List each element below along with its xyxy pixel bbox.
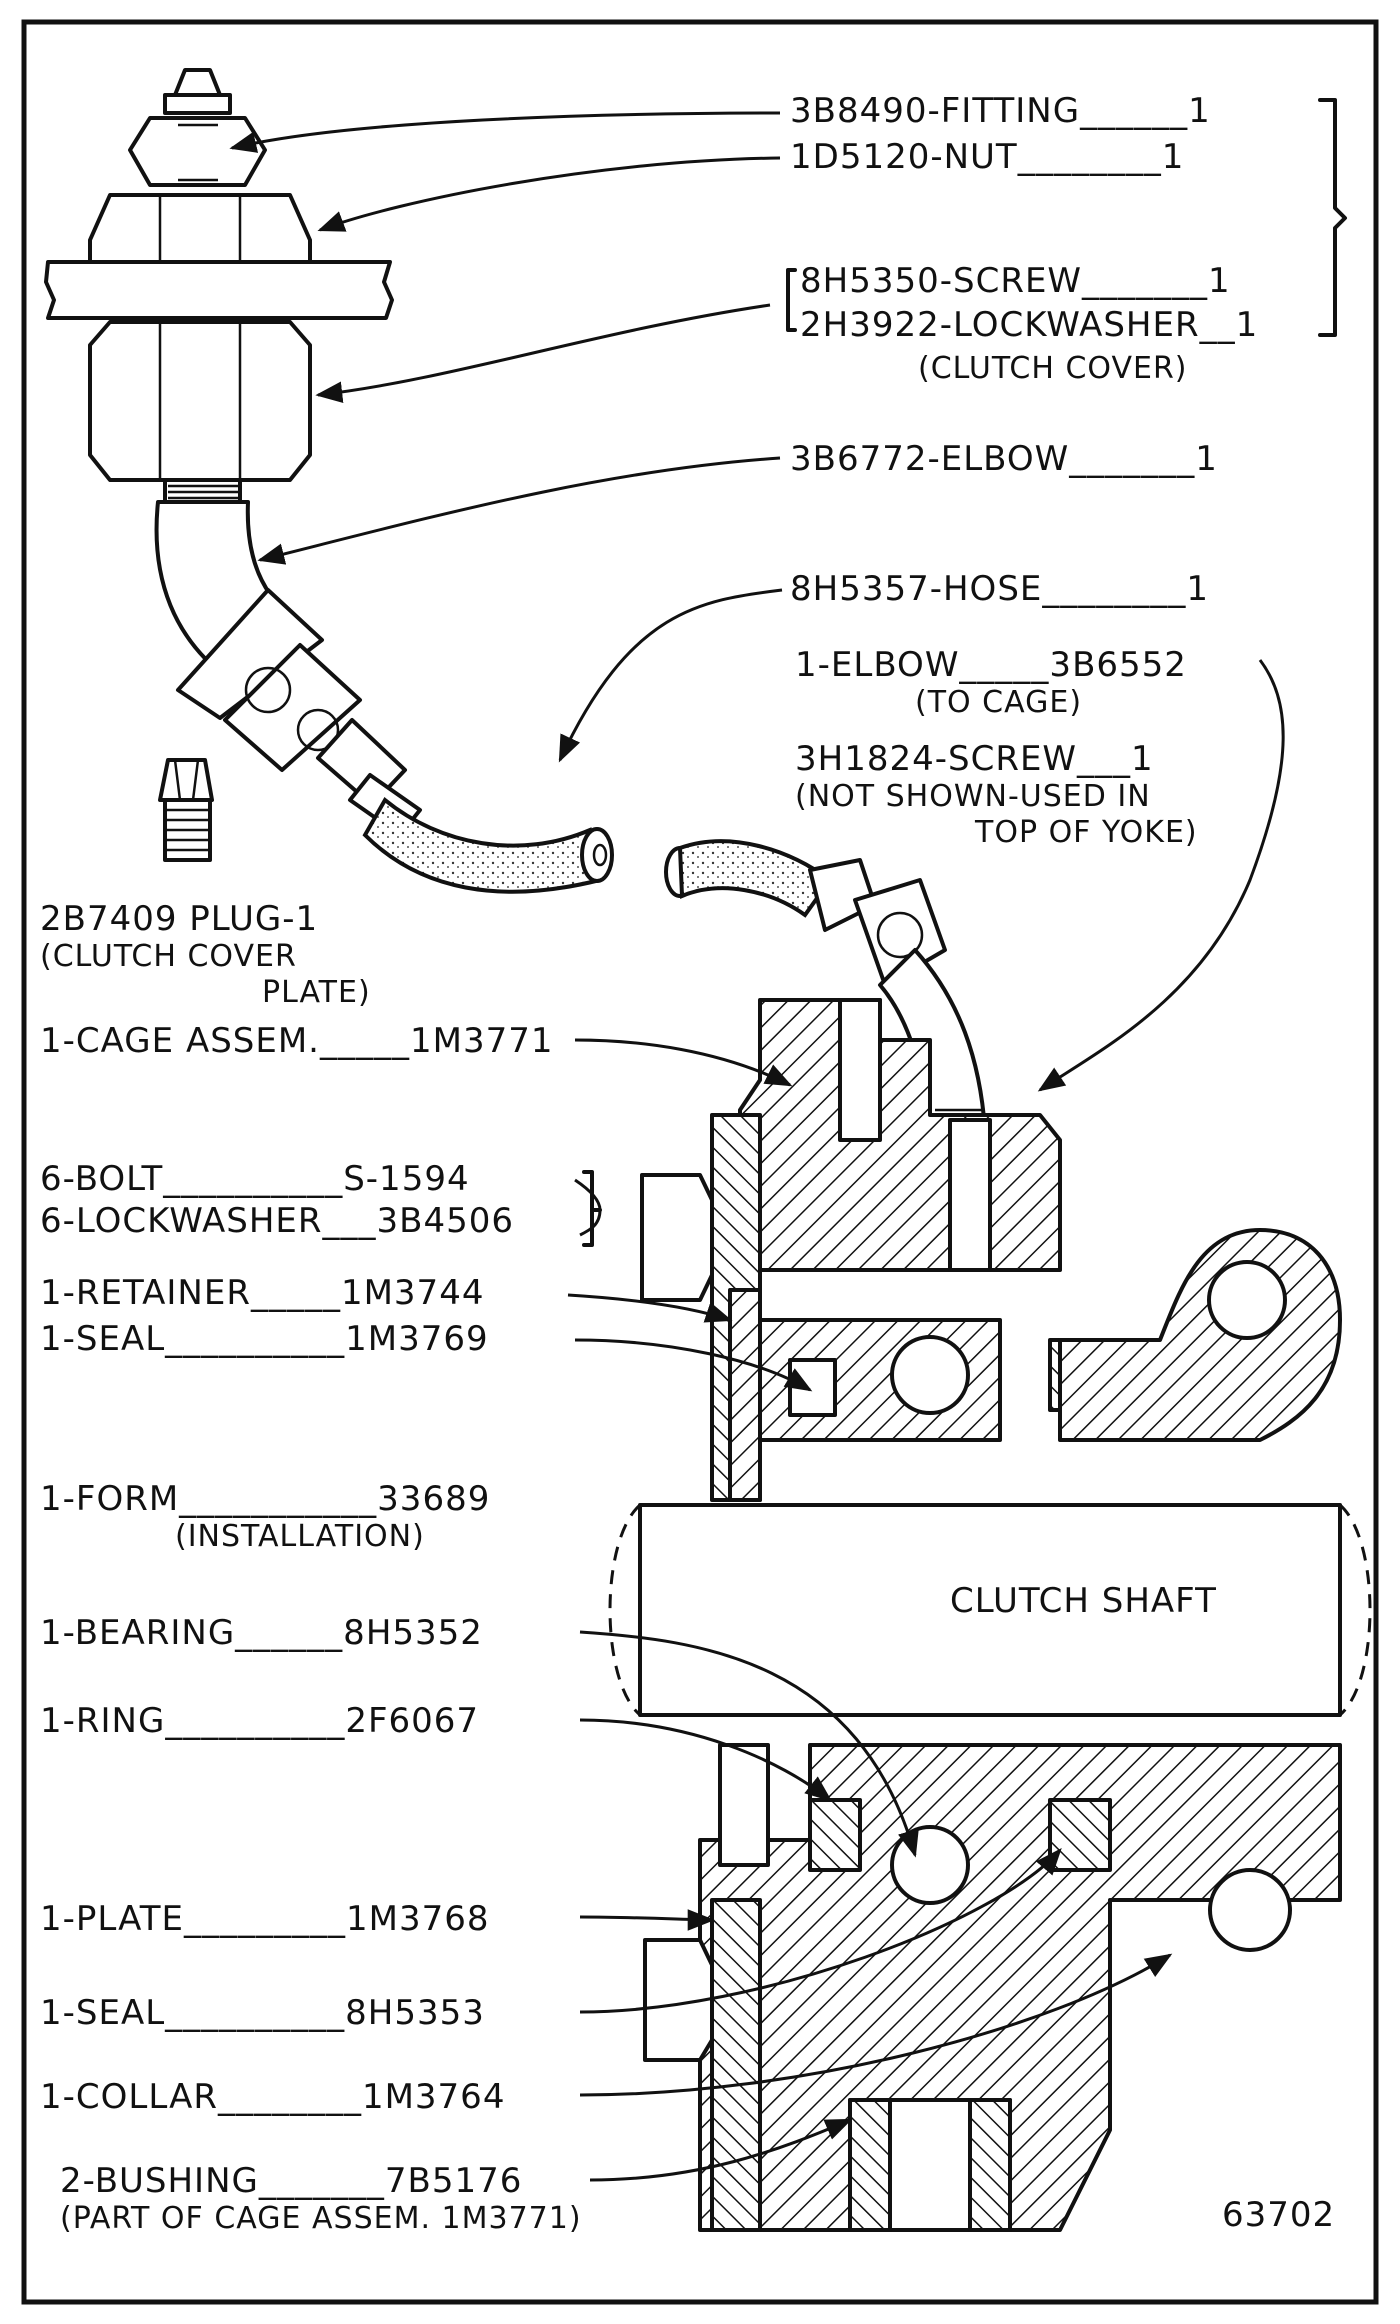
cage-assembly-section xyxy=(640,998,1342,1502)
fitting-label: 3B8490-FITTING______1 xyxy=(790,91,1211,131)
clutch-shaft: CLUTCH SHAFT xyxy=(608,1503,1372,1717)
bolt-label: 6-BOLT__________S-1594 xyxy=(40,1159,470,1199)
plug-note-2: PLATE) xyxy=(262,975,371,1010)
screw-label: 8H5350-SCREW_______1 xyxy=(800,261,1231,301)
installation-note: (INSTALLATION) xyxy=(175,1519,425,1554)
elbow-top-label: 3B6772-ELBOW_______1 xyxy=(790,439,1218,479)
retainer-label: 1-RETAINER_____1M3744 xyxy=(40,1273,484,1313)
hose-label: 8H5357-HOSE________1 xyxy=(790,569,1209,609)
screw-yoke-label: 3H1824-SCREW___1 xyxy=(795,739,1154,779)
plug-icon xyxy=(158,758,214,862)
top-of-yoke-note: TOP OF YOKE) xyxy=(974,815,1198,850)
not-shown-note: (NOT SHOWN-USED IN xyxy=(795,779,1151,814)
elbow-cage-label: 1-ELBOW_____3B6552 xyxy=(795,645,1187,685)
plug-note-1: (CLUTCH COVER xyxy=(40,939,297,974)
seal-bottom-label: 1-SEAL__________8H5353 xyxy=(40,1993,485,2033)
to-cage-note: (TO CAGE) xyxy=(915,685,1082,720)
lockwasher-label: 2H3922-LOCKWASHER__1 xyxy=(800,305,1258,345)
bushing-label: 2-BUSHING_______7B5176 xyxy=(60,2161,522,2201)
plug-label: 2B7409 PLUG-1 xyxy=(40,899,318,939)
collar-label: 1-COLLAR________1M3764 xyxy=(40,2077,505,2117)
lockwasher-6-label: 6-LOCKWASHER___3B4506 xyxy=(40,1201,514,1241)
bearing-label: 1-BEARING______8H5352 xyxy=(40,1613,483,1653)
clutch-shaft-label: CLUTCH SHAFT xyxy=(950,1581,1217,1621)
brackets xyxy=(582,98,1347,1247)
nut-label: 1D5120-NUT________1 xyxy=(790,137,1184,177)
plate-label: 1-PLATE_________1M3768 xyxy=(40,1899,490,1939)
bushing-note: (PART OF CAGE ASSEM. 1M3771) xyxy=(60,2201,582,2236)
lower-cage-section xyxy=(643,1743,1342,2232)
fitting-assembly xyxy=(44,68,614,894)
clutch-cover-note: (CLUTCH COVER) xyxy=(918,351,1188,386)
ring-label: 1-RING__________2F6067 xyxy=(40,1701,479,1741)
seal-top-label: 1-SEAL__________1M3769 xyxy=(40,1319,489,1359)
leader-lines xyxy=(229,111,1285,2182)
callout-labels: 3B8490-FITTING______1 1D5120-NUT________… xyxy=(40,91,1335,2236)
form-label: 1-FORM___________33689 xyxy=(40,1479,490,1519)
hose-to-cage xyxy=(664,839,987,1137)
page-border xyxy=(21,19,1379,2305)
cage-assem-label: 1-CAGE ASSEM._____1M3771 xyxy=(40,1021,553,1061)
figure-number: 63702 xyxy=(1222,2195,1335,2235)
